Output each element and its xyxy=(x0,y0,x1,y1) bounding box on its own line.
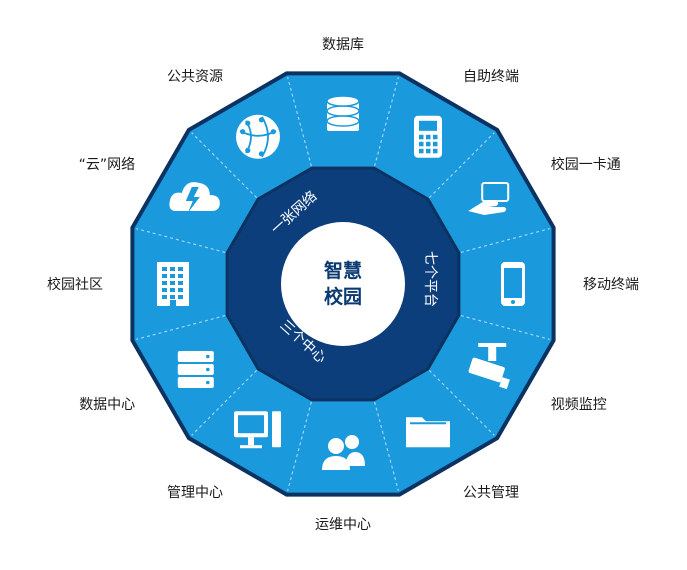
camera-icon xyxy=(468,343,510,390)
folder-icon xyxy=(406,417,450,448)
database-icon xyxy=(326,95,360,131)
segment-label: “云”网络 xyxy=(79,157,136,173)
segment-label: 数据库 xyxy=(322,37,364,53)
network-icon xyxy=(236,114,280,159)
segment-label: 管理中心 xyxy=(167,485,223,501)
calculator-icon xyxy=(414,115,442,158)
center-title-line2: 校园 xyxy=(324,285,362,308)
monitor-icon xyxy=(234,411,281,449)
segment-label: 公共管理 xyxy=(463,485,519,501)
phone-icon xyxy=(501,262,525,306)
users-icon xyxy=(322,435,365,470)
ring-label-platforms: 七个平台 xyxy=(422,251,438,307)
cloud-icon xyxy=(169,182,220,213)
segment-label: 公共资源 xyxy=(167,69,223,85)
segment-label: 移动终端 xyxy=(583,277,639,293)
segment-label: 校园社区 xyxy=(47,276,103,293)
center-circle xyxy=(281,222,405,346)
segment-label: 运维中心 xyxy=(315,517,371,533)
center-title-line1: 智慧 xyxy=(324,259,362,282)
segment-label: 数据中心 xyxy=(79,397,135,413)
building-icon xyxy=(157,262,189,306)
card-icon xyxy=(468,182,510,215)
segment-label: 视频监控 xyxy=(551,397,607,413)
segment-label: 校园一卡通 xyxy=(551,156,621,173)
server-icon xyxy=(177,351,214,388)
segment-label: 自助终端 xyxy=(463,69,519,85)
